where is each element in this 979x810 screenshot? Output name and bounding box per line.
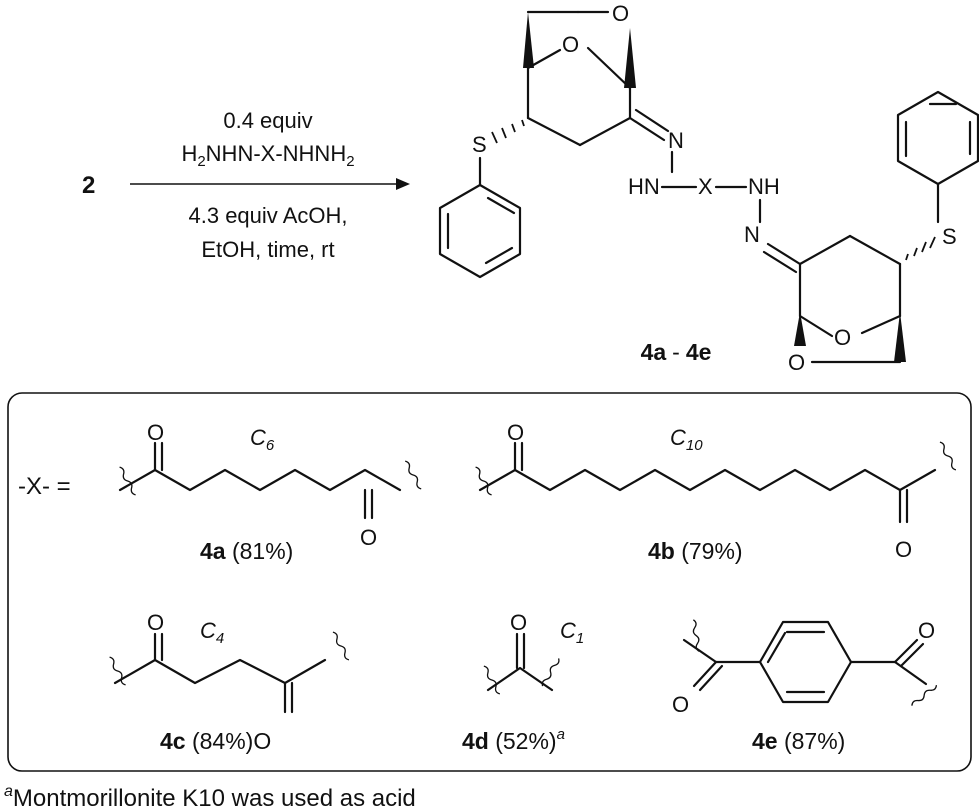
linker-4d: O C1 4d (52%)a <box>462 610 584 754</box>
svg-text:4b (79%): 4b (79%) <box>648 538 743 564</box>
svg-text:O: O <box>612 1 629 26</box>
svg-text:O: O <box>562 32 579 57</box>
product-label: 4a-4e <box>641 339 712 365</box>
svg-text:C1: C1 <box>560 618 584 647</box>
svg-text:4d (52%)a: 4d (52%)a <box>462 726 565 754</box>
reaction-arrowhead <box>396 178 410 190</box>
svg-text:N: N <box>668 128 684 153</box>
svg-text:S: S <box>942 224 957 249</box>
reagent-line-2: H2NHN-X-NHNH2 <box>181 141 354 170</box>
svg-text:O: O <box>147 420 164 445</box>
svg-text:4c (84%)O: 4c (84%)O <box>160 728 271 754</box>
svg-text:C10: C10 <box>670 425 703 454</box>
svg-text:NH: NH <box>748 174 780 199</box>
svg-text:O: O <box>834 325 851 350</box>
reagent-line-1: 0.4 equiv <box>223 108 312 133</box>
svg-text:N: N <box>744 222 760 247</box>
reagent-line-4: EtOH, time, rt <box>201 237 334 262</box>
starting-material-label: 2 <box>82 172 95 199</box>
linker-4e: O O 4e (87%) <box>672 618 938 754</box>
product-linker: HN X NH N <box>628 150 780 247</box>
reagent-line-3: 4.3 equiv AcOH, <box>189 203 348 228</box>
footnote: aMontmorillonite K10 was used as acid <box>4 783 416 810</box>
svg-text:C6: C6 <box>250 425 275 454</box>
svg-text:O: O <box>147 610 164 635</box>
svg-text:O: O <box>895 537 912 562</box>
linker-4c: O C4 4c (84%)O <box>109 610 350 754</box>
x-equals-label: -X- = <box>18 473 71 500</box>
svg-text:O: O <box>360 525 377 550</box>
product-lower-unit: O O S <box>762 90 979 375</box>
svg-text:O: O <box>507 420 524 445</box>
product-upper-unit: O O N S <box>438 1 684 279</box>
svg-text:HN: HN <box>628 174 660 199</box>
svg-text:O: O <box>510 610 527 635</box>
svg-text:X: X <box>698 174 713 199</box>
svg-text:4e (87%): 4e (87%) <box>752 728 845 754</box>
svg-text:4a (81%): 4a (81%) <box>200 538 293 564</box>
svg-text:C4: C4 <box>200 618 224 647</box>
svg-text:S: S <box>472 132 487 157</box>
linker-4a: O O C6 4a (81%) <box>118 420 422 564</box>
svg-text:O: O <box>788 350 805 375</box>
linker-4b: O O C10 4b (79%) <box>475 420 957 564</box>
linker-box <box>7 392 972 772</box>
svg-text:O: O <box>918 618 935 643</box>
svg-text:O: O <box>672 692 689 717</box>
